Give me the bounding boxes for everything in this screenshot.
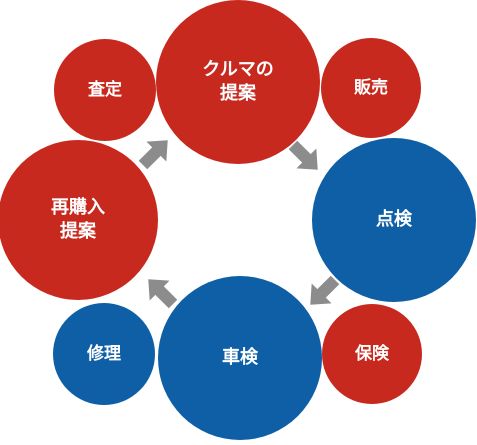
node-repair-circle: [53, 303, 155, 405]
node-assessment: 査定: [54, 39, 156, 141]
node-proposal-label: クルマの: [202, 59, 273, 80]
node-assessment-label: 査定: [87, 79, 122, 100]
arrow-right-down-icon: [288, 140, 318, 170]
node-inspection-label: 点検: [376, 208, 413, 230]
node-repurchase-label: 再購入: [51, 196, 105, 218]
arrows-layer: [138, 140, 340, 309]
node-repurchase-circle: [0, 140, 158, 300]
arrow-right-up-icon: [138, 140, 168, 170]
node-proposal-label: 提案: [220, 82, 257, 104]
node-repair: 修理: [53, 303, 155, 405]
node-proposal-circle: [156, 0, 320, 164]
node-repurchase-label: 提案: [60, 220, 97, 242]
node-shaken-circle: [158, 276, 322, 440]
node-sales-label: 販売: [354, 77, 388, 98]
node-inspection-circle: [312, 138, 476, 302]
node-sales-circle: [321, 38, 421, 138]
node-assessment-circle: [54, 39, 156, 141]
node-shaken-label: 車検: [222, 346, 259, 368]
node-sales: 販売: [321, 38, 421, 138]
node-repair-label: 修理: [86, 343, 121, 364]
arrow-left-up-icon: [148, 279, 178, 309]
node-inspection: 点検: [312, 138, 476, 302]
node-insurance-label: 保険: [354, 343, 390, 364]
node-shaken: 車検: [158, 276, 322, 440]
node-insurance-circle: [322, 304, 422, 404]
node-insurance: 保険: [322, 304, 422, 404]
arrow-left-down-icon: [310, 275, 340, 305]
